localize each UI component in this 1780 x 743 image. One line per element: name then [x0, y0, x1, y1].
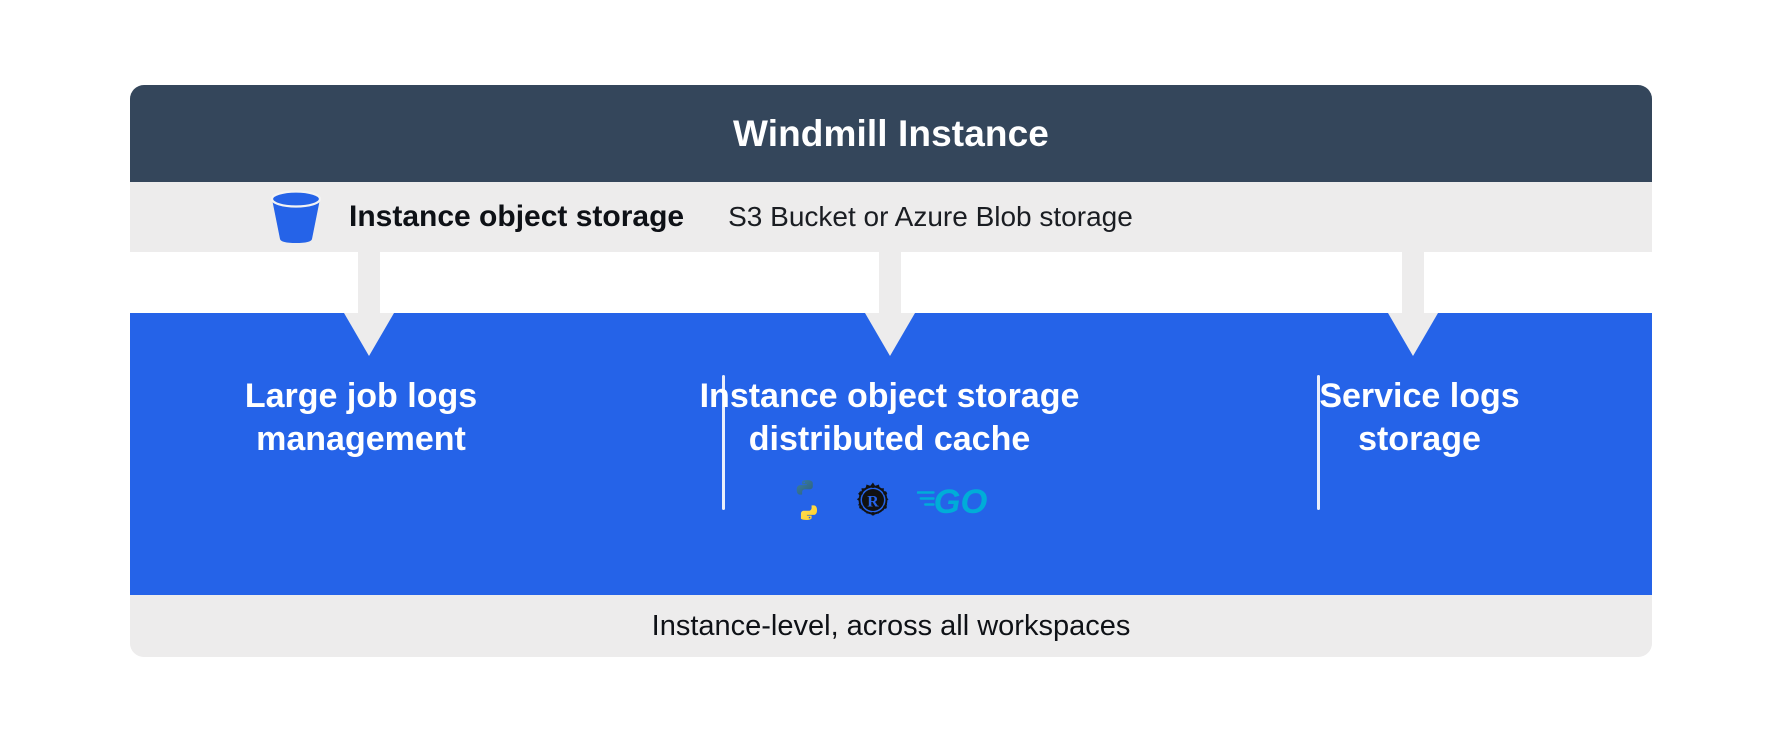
instance-object-storage-row: Instance object storage S3 Bucket or Azu…: [130, 182, 1652, 252]
instance-object-storage-detail: S3 Bucket or Azure Blob storage: [728, 201, 1133, 232]
connector-arrow-3-head: [1388, 313, 1438, 356]
instance-scope-label: Instance-level, across all workspaces: [651, 609, 1131, 642]
connector-arrow-2-head: [865, 313, 915, 356]
rust-logo-icon: R: [856, 482, 889, 516]
feature-instance-object-storage-distributed-cache[interactable]: Instance object storage distributed cach…: [592, 313, 1187, 595]
windmill-instance-card: Windmill Instance Instance object storag…: [130, 85, 1652, 657]
svg-text:R: R: [867, 494, 879, 511]
feature-label: Instance object storage distributed cach…: [699, 377, 1080, 459]
feature-label: Large job logs management: [244, 377, 478, 459]
python-logo-icon: [796, 480, 817, 521]
feature-label: Service logs storage: [1319, 377, 1520, 459]
feature-columns: Large job logs management Instance objec…: [130, 313, 1652, 595]
instance-header: Windmill Instance: [130, 85, 1652, 182]
instance-object-storage-label: Instance object storage: [349, 200, 685, 233]
column-divider-2: [1317, 375, 1320, 510]
go-logo-icon: GO: [916, 483, 987, 518]
feature-service-logs-storage[interactable]: Service logs storage: [1187, 313, 1652, 595]
instance-scope-footer: Instance-level, across all workspaces: [130, 595, 1652, 657]
svg-text:GO: GO: [933, 483, 987, 518]
storage-features-panel: Large job logs management Instance objec…: [130, 313, 1652, 595]
page-title: Windmill Instance: [733, 112, 1049, 154]
supported-language-logos: R: [785, 478, 995, 522]
column-divider-1: [722, 375, 725, 510]
connector-arrow-1-head: [344, 313, 394, 356]
bucket-icon: [270, 190, 322, 243]
feature-large-job-logs-management[interactable]: Large job logs management: [130, 313, 592, 595]
